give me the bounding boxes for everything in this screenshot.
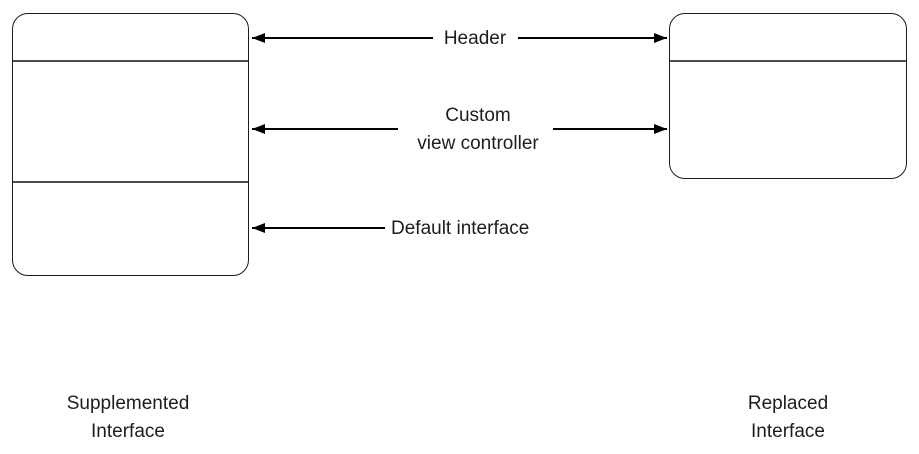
supplemented-interface-caption-line1: Supplemented [66, 393, 190, 414]
default-interface-arrow-line [252, 227, 385, 229]
right-arrowhead-icon [654, 124, 667, 134]
custom-view-controller-arrow-right-line [553, 128, 667, 130]
supplemented-interface-box [12, 13, 249, 276]
left-arrowhead-icon [252, 223, 265, 233]
left-arrowhead-icon [252, 33, 265, 43]
header-section-divider [13, 60, 248, 62]
default-interface-label: Default interface [391, 218, 530, 239]
header-arrow-left-line [252, 37, 433, 39]
replaced-interface-caption-line2: Interface [751, 421, 825, 442]
custom-view-controller-arrow-left-line [252, 128, 398, 130]
custom-view-controller-label-line1: Custom [445, 105, 511, 126]
content-section-divider [13, 181, 248, 183]
header-section-divider [670, 60, 906, 62]
left-arrowhead-icon [252, 124, 265, 134]
supplemented-interface-caption-line2: Interface [91, 421, 165, 442]
replaced-interface-box [669, 13, 907, 179]
right-arrowhead-icon [654, 33, 667, 43]
replaced-interface-caption-line1: Replaced [747, 393, 829, 414]
header-label: Header [443, 28, 507, 49]
custom-view-controller-label: Custom view controller [417, 102, 538, 158]
supplemented-interface-caption: Supplemented Interface [67, 390, 190, 446]
header-arrow-right-line [518, 37, 667, 39]
replaced-interface-caption: Replaced Interface [748, 390, 828, 446]
custom-view-controller-label-line2: view controller [417, 133, 539, 154]
